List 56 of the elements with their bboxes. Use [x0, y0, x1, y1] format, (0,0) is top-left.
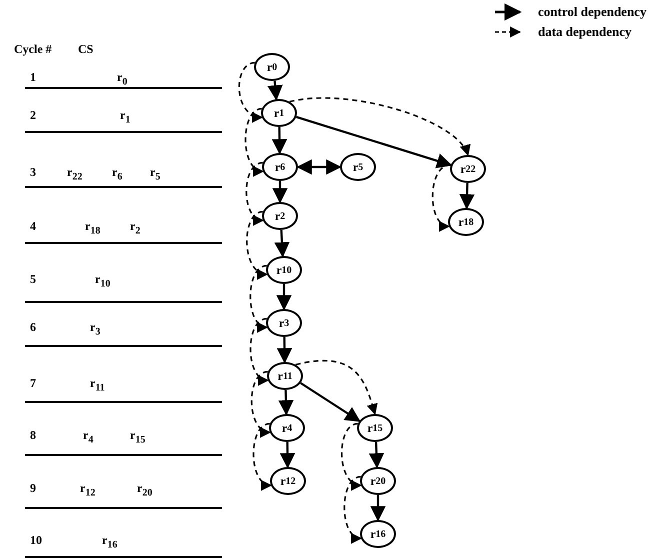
table-entry: 8: [30, 428, 36, 442]
control-dependency-arrow: [278, 390, 294, 416]
table-entry: 9: [30, 481, 36, 495]
table-entry: 10: [30, 533, 42, 547]
data-dependency-arrow: [250, 318, 269, 384]
control-dependency-arrow: [272, 181, 288, 204]
legend-text: data dependency: [538, 24, 632, 40]
table-entry: r$_{3}$: [90, 320, 100, 340]
control-dependency-arrow: [368, 442, 384, 469]
table-entry: r$_{2}$: [130, 219, 140, 238]
control-dependency-arrow: [276, 336, 292, 364]
control-dependency-arrow: [267, 80, 283, 101]
data-dependency-arrow: [252, 422, 272, 489]
data-dependency-arrow: [238, 62, 263, 122]
table-entry: 7: [30, 376, 36, 390]
data-dependency-arrow: [289, 97, 469, 156]
data-dependency-arrow: [340, 422, 362, 489]
table-entry: r$_{15}$: [130, 428, 146, 448]
table-entry: r$_{20}$: [137, 481, 152, 500]
column-header: Cycle #: [14, 42, 52, 56]
table-entry: r$_{16}$: [102, 533, 118, 552]
control-dependency-arrow: [276, 284, 292, 311]
data-dependency-arrow: [295, 360, 378, 416]
control-dependency-arrow: [274, 230, 290, 258]
data-dependency-arrow: [250, 370, 271, 436]
control-dependency-arrow: [370, 495, 386, 522]
control-dependency-arrow: [272, 126, 288, 155]
table-entry: 4: [30, 219, 36, 233]
table-entry: r$_{5}$: [150, 165, 160, 184]
table-entry: 3: [30, 165, 36, 179]
table-entry: r$_{4}$: [83, 428, 94, 448]
control-dependency-arrow: [280, 442, 296, 469]
data-dependency-arrow: [244, 108, 264, 174]
table-entry: 5: [30, 272, 36, 286]
table-entry: r$_{0}$: [117, 70, 128, 90]
column-header: CS: [78, 42, 94, 56]
data-dependency-arrow: [250, 264, 268, 330]
data-dependency-arrow: [432, 164, 452, 230]
table-entry: 6: [30, 320, 36, 334]
table-entry: r$_{12}$: [80, 481, 96, 500]
legend-text: control dependency: [538, 4, 646, 20]
table-entry: r$_{22}$: [67, 165, 82, 184]
table-entry: r$_{10}$: [95, 272, 110, 292]
table-entry: 1: [30, 70, 36, 84]
table-entry: r$_{18}$: [85, 219, 100, 238]
data-dependency-arrow: [246, 210, 268, 278]
control-dependency-arrow: [459, 182, 475, 210]
table-entry: r$_{11}$: [90, 376, 105, 396]
control-dependency-arrow: [296, 116, 452, 168]
data-dependency-arrow: [246, 162, 264, 224]
table-entry: 2: [30, 108, 36, 122]
table-entry: r$_{1}$: [120, 108, 130, 128]
table-entry: r$_{6}$: [112, 165, 122, 184]
data-dependency-arrow: [344, 476, 362, 542]
control-dependency-arrow: [296, 159, 342, 175]
control-dependency-arrow: [300, 382, 361, 422]
